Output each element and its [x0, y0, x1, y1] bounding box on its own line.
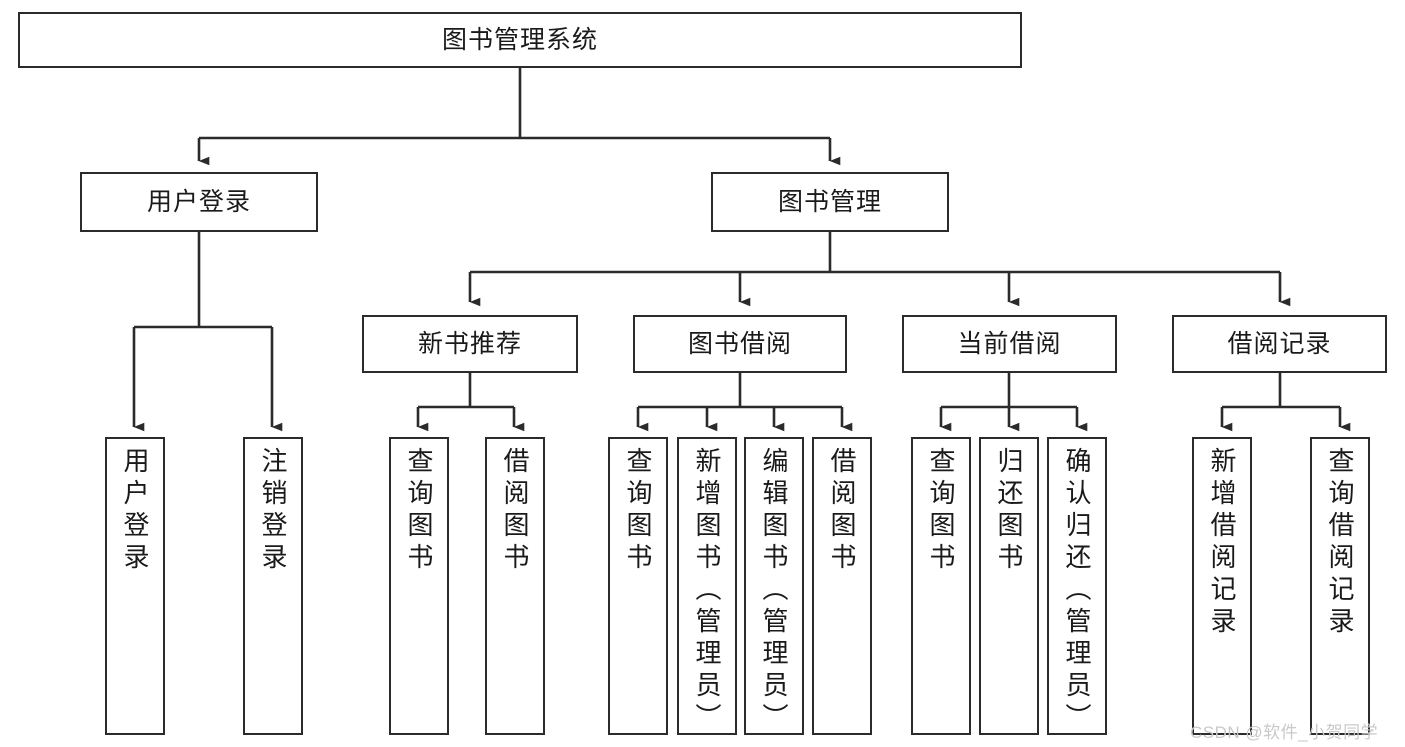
node-label: 查询图书	[404, 447, 434, 575]
leaf-query-book-current[interactable]: 查询图书	[911, 437, 971, 735]
leaf-borrow-book[interactable]: 借阅图书	[812, 437, 872, 735]
node-user-login[interactable]: 用户登录	[80, 172, 318, 232]
leaf-logout-login[interactable]: 注销登录	[243, 437, 303, 735]
leaf-add-book-admin[interactable]: 新增图书（管理员）	[677, 437, 737, 735]
node-label: 借阅记录	[1227, 329, 1332, 358]
node-label: 借阅图书	[827, 447, 857, 575]
node-label: 确认归还（管理员）	[1062, 447, 1092, 735]
node-label: 图书管理系统	[441, 25, 598, 54]
node-label: 当前借阅	[957, 329, 1062, 358]
node-label: 用户登录	[120, 447, 150, 575]
node-root-system[interactable]: 图书管理系统	[18, 12, 1022, 68]
node-label: 查询图书	[623, 447, 653, 575]
node-book-borrow[interactable]: 图书借阅	[633, 315, 847, 373]
node-label: 图书借阅	[687, 329, 792, 358]
node-borrow-record[interactable]: 借阅记录	[1172, 315, 1387, 373]
leaf-borrow-book-newbook[interactable]: 借阅图书	[485, 437, 545, 735]
node-label: 查询借阅记录	[1325, 447, 1355, 639]
leaf-edit-book-admin[interactable]: 编辑图书（管理员）	[744, 437, 804, 735]
leaf-query-borrow-record[interactable]: 查询借阅记录	[1310, 437, 1370, 735]
node-label: 图书管理	[777, 187, 882, 216]
node-label: 新增图书（管理员）	[692, 447, 722, 735]
node-label: 查询图书	[926, 447, 956, 575]
node-label: 注销登录	[258, 447, 288, 575]
leaf-user-login[interactable]: 用户登录	[105, 437, 165, 735]
node-new-book-recommend[interactable]: 新书推荐	[362, 315, 578, 373]
node-book-management[interactable]: 图书管理	[711, 172, 949, 232]
node-label: 新增借阅记录	[1207, 447, 1237, 639]
leaf-query-book-newbook[interactable]: 查询图书	[389, 437, 449, 735]
node-label: 归还图书	[994, 447, 1024, 575]
node-label: 编辑图书（管理员）	[759, 447, 789, 735]
leaf-add-borrow-record[interactable]: 新增借阅记录	[1192, 437, 1252, 735]
node-label: 新书推荐	[417, 329, 522, 358]
node-label: 用户登录	[146, 187, 251, 216]
csdn-watermark: CSDN @软件_小贺同学	[1190, 723, 1379, 742]
node-label: 借阅图书	[500, 447, 530, 575]
leaf-confirm-return-admin[interactable]: 确认归还（管理员）	[1047, 437, 1107, 735]
leaf-query-book-borrow[interactable]: 查询图书	[608, 437, 668, 735]
node-current-borrow[interactable]: 当前借阅	[902, 315, 1117, 373]
leaf-return-book[interactable]: 归还图书	[979, 437, 1039, 735]
